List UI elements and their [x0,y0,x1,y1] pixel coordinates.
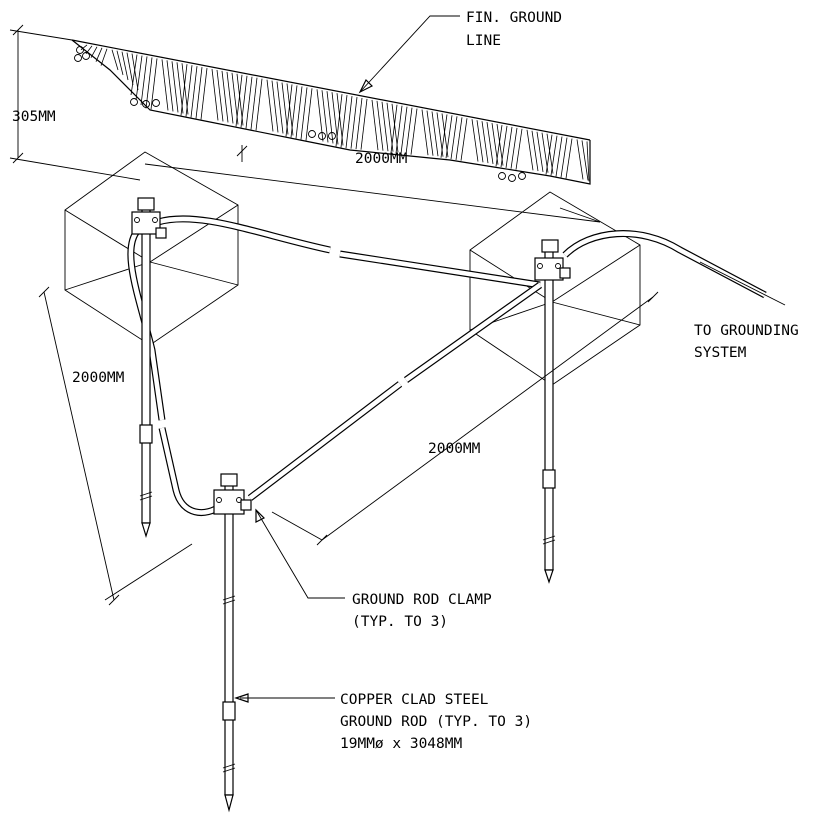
ground-rod-clamp-label: GROUND ROD CLAMP [352,592,492,608]
left-dimension [38,286,193,606]
right-dimension-label: 2000MM [428,441,481,457]
ground-rod-front [213,473,252,813]
top-dimension-label: 2000MM [355,151,408,167]
ground-rod-clamp-label-2: (TYP. TO 3) [352,614,448,630]
depth-dimension [9,24,141,181]
ground-rod-right [534,239,571,584]
ground-rod-label: COPPER CLAD STEEL [340,692,489,708]
depth-label: 305MM [12,109,56,125]
finished-ground-hatch [71,39,591,185]
fin-ground-line-label-2: LINE [466,33,501,49]
ground-rod-label-2: GROUND ROD (TYP. TO 3) [340,714,532,730]
to-grounding-system-label-2: SYSTEM [694,345,747,361]
ground-rod-label-3: 19MMø x 3048MM [340,736,462,752]
top-dimension [144,145,601,223]
left-dimension-label: 2000MM [72,370,125,386]
to-grounding-system-label: TO GROUNDING [694,323,799,339]
labels: FIN. GROUND LINE 305MM 2000MM 2000MM 200… [12,10,799,752]
right-concrete-box [469,191,641,386]
leaders [234,15,786,703]
left-concrete-box [64,151,239,346]
right-dimension [271,291,659,546]
ground-cables [127,215,767,516]
ground-rod-left [131,197,167,539]
fin-ground-line-label: FIN. GROUND [466,10,562,26]
